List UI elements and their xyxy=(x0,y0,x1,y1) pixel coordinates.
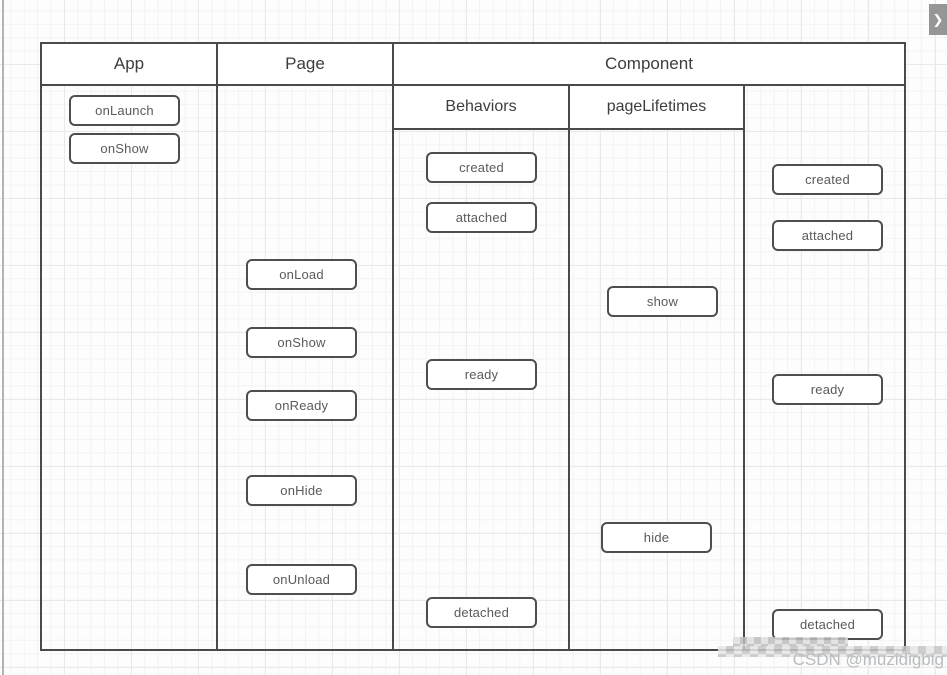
divider-behaviors-pagelifetimes xyxy=(568,84,570,651)
component-attached-box[interactable]: attached xyxy=(772,220,883,251)
column-header-behaviors[interactable]: Behaviors xyxy=(445,98,517,115)
behaviors-attached-box[interactable]: attached xyxy=(426,202,537,233)
behaviors-created-box[interactable]: created xyxy=(426,152,537,183)
pagelifetimes-show-box[interactable]: show xyxy=(607,286,718,317)
component-ready-box[interactable]: ready xyxy=(772,374,883,405)
pixelated-mosaic xyxy=(718,646,947,657)
page-onready-box[interactable]: onReady xyxy=(246,390,357,421)
chevron-right-icon: ❯ xyxy=(932,11,944,27)
behaviors-ready-box[interactable]: ready xyxy=(426,359,537,390)
column-header-app[interactable]: App xyxy=(113,54,145,73)
app-onlaunch-box[interactable]: onLaunch xyxy=(69,95,180,126)
lifecycle-table-frame xyxy=(40,42,906,651)
divider-page-component xyxy=(392,42,394,651)
column-header-component[interactable]: Component xyxy=(605,54,693,73)
expand-panel-button[interactable]: ❯ xyxy=(929,4,947,35)
pagelifetimes-hide-box[interactable]: hide xyxy=(601,522,712,553)
header-fill-component xyxy=(392,42,906,86)
divider-pagelifetimes-component xyxy=(743,84,745,651)
canvas-edge-line xyxy=(2,0,4,675)
component-detached-box[interactable]: detached xyxy=(772,609,883,640)
column-header-pagelifetimes[interactable]: pageLifetimes xyxy=(606,98,707,115)
behaviors-detached-box[interactable]: detached xyxy=(426,597,537,628)
component-created-box[interactable]: created xyxy=(772,164,883,195)
column-header-page[interactable]: Page xyxy=(285,54,325,73)
header-fill-page xyxy=(216,42,394,86)
pixelated-mosaic xyxy=(733,637,848,647)
watermark: CSDN @muzidigbig xyxy=(792,650,944,669)
app-onshow-box[interactable]: onShow xyxy=(69,133,180,164)
page-onload-box[interactable]: onLoad xyxy=(246,259,357,290)
page-onshow-box[interactable]: onShow xyxy=(246,327,357,358)
header-fill-app xyxy=(40,42,218,86)
page-onunload-box[interactable]: onUnload xyxy=(246,564,357,595)
divider-subheader-row xyxy=(392,128,745,130)
divider-app-page xyxy=(216,42,218,651)
divider-header-row xyxy=(40,84,906,86)
header-fill-behaviors xyxy=(392,84,570,130)
header-fill-pagelifetimes xyxy=(568,84,745,130)
page-onhide-box[interactable]: onHide xyxy=(246,475,357,506)
